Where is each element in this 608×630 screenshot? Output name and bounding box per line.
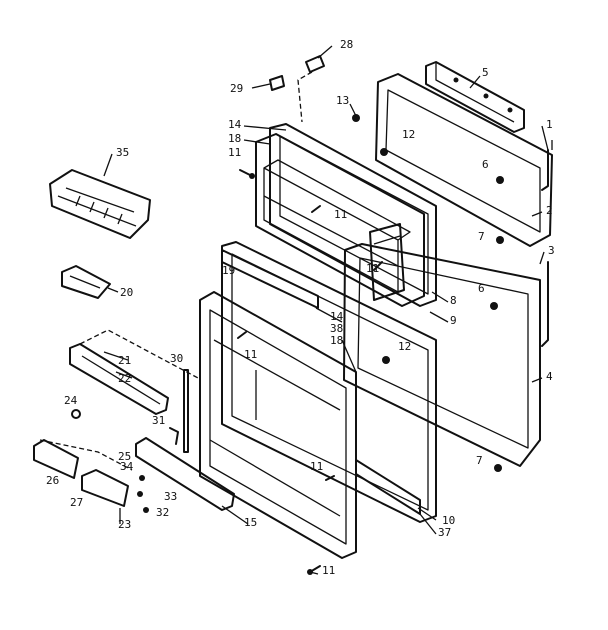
label-p11e: 11 — [310, 460, 323, 473]
hinge-pin-part-3 — [541, 261, 549, 347]
label-p14b: 14 — [330, 310, 344, 323]
screw-12-a — [380, 148, 388, 156]
egg-tray-part-20 — [61, 265, 111, 299]
strip-part-30 — [183, 369, 189, 453]
panel-part-26 — [33, 439, 79, 479]
freezer-door-outer-panel — [375, 73, 553, 247]
label-p33: 33 — [164, 490, 177, 503]
panel-part-27 — [81, 469, 129, 507]
hinge-pin-part-1 — [541, 140, 553, 191]
label-p26: 26 — [46, 474, 59, 487]
label-p6a: 6 — [482, 158, 489, 171]
clip-part-31 — [169, 427, 179, 445]
screw-12-b — [382, 356, 390, 364]
rail-part-10 — [355, 459, 421, 515]
label-p21: 21 — [118, 354, 131, 367]
bar-part-15 — [135, 437, 235, 511]
label-p11a: 11 — [228, 146, 241, 159]
label-p30: 30 — [170, 352, 183, 365]
label-p11c: 11 — [366, 262, 379, 275]
label-p25: 25 — [118, 450, 131, 463]
label-p37: 37 — [438, 526, 451, 539]
label-p28: 28 — [340, 38, 353, 51]
label-p35: 35 — [116, 146, 129, 159]
label-p34: 34 — [120, 460, 134, 473]
label-p22: 22 — [118, 372, 131, 385]
label-p1: 1 — [546, 118, 553, 131]
fresh-food-door-outer-panel — [343, 243, 541, 467]
label-p4: 4 — [546, 370, 553, 383]
label-p13: 13 — [336, 94, 349, 107]
label-p23: 23 — [118, 518, 131, 531]
label-p38: 38 — [330, 322, 343, 335]
fastener-part-32 — [143, 507, 149, 513]
label-p2: 2 — [546, 204, 553, 217]
label-p20: 20 — [120, 286, 133, 299]
plug-6-b — [490, 302, 498, 310]
label-p29: 29 — [230, 82, 243, 95]
label-p11f: 11 — [322, 564, 335, 577]
label-p9: 9 — [450, 314, 457, 327]
spacer-part-34 — [139, 475, 145, 481]
label-p6b: 6 — [478, 282, 485, 295]
butter-bin-part-35 — [49, 169, 151, 239]
label-p7a: 7 — [478, 230, 485, 243]
label-p11b: 11 — [334, 208, 347, 221]
label-p18a: 18 — [228, 132, 241, 145]
label-p18b: 18 — [330, 334, 343, 347]
label-p10: 10 — [442, 514, 455, 527]
label-p12b: 12 — [398, 340, 411, 353]
label-p7b: 7 — [476, 454, 483, 467]
shelf-trim-part-19 — [221, 249, 319, 309]
label-p5: 5 — [482, 66, 489, 79]
hinge-cap-part-29 — [269, 75, 285, 91]
fastener-part-33 — [137, 491, 143, 497]
label-p32: 32 — [156, 506, 169, 519]
knob-part-24 — [71, 409, 81, 419]
label-p8: 8 — [450, 294, 457, 307]
plug-6-a — [496, 176, 504, 184]
screw-11-a — [239, 169, 255, 179]
screw-11-b — [311, 205, 321, 213]
label-p12a: 12 — [402, 128, 415, 141]
label-p14a: 14 — [228, 118, 242, 131]
top-hinge-part-28 — [305, 55, 325, 73]
label-p3: 3 — [548, 244, 555, 257]
fresh-food-door-gasket — [221, 241, 437, 523]
handle-trim-part-5 — [425, 61, 525, 133]
screw-11-d — [237, 331, 247, 339]
label-p11d: 11 — [244, 348, 257, 361]
label-p19: 19 — [222, 264, 235, 277]
stop-7-a — [496, 236, 504, 244]
screw-13 — [352, 114, 360, 122]
label-p31: 31 — [152, 414, 165, 427]
screw-11-e — [325, 475, 335, 481]
upper-liner-shelf-bracket — [369, 223, 405, 301]
label-p24: 24 — [64, 394, 78, 407]
screw-11-c — [373, 261, 383, 271]
fresh-food-door-liner — [199, 291, 357, 559]
label-p27: 27 — [70, 496, 83, 509]
stop-7-b — [494, 464, 502, 472]
freezer-door-gasket — [269, 123, 437, 307]
label-p15: 15 — [244, 516, 257, 529]
